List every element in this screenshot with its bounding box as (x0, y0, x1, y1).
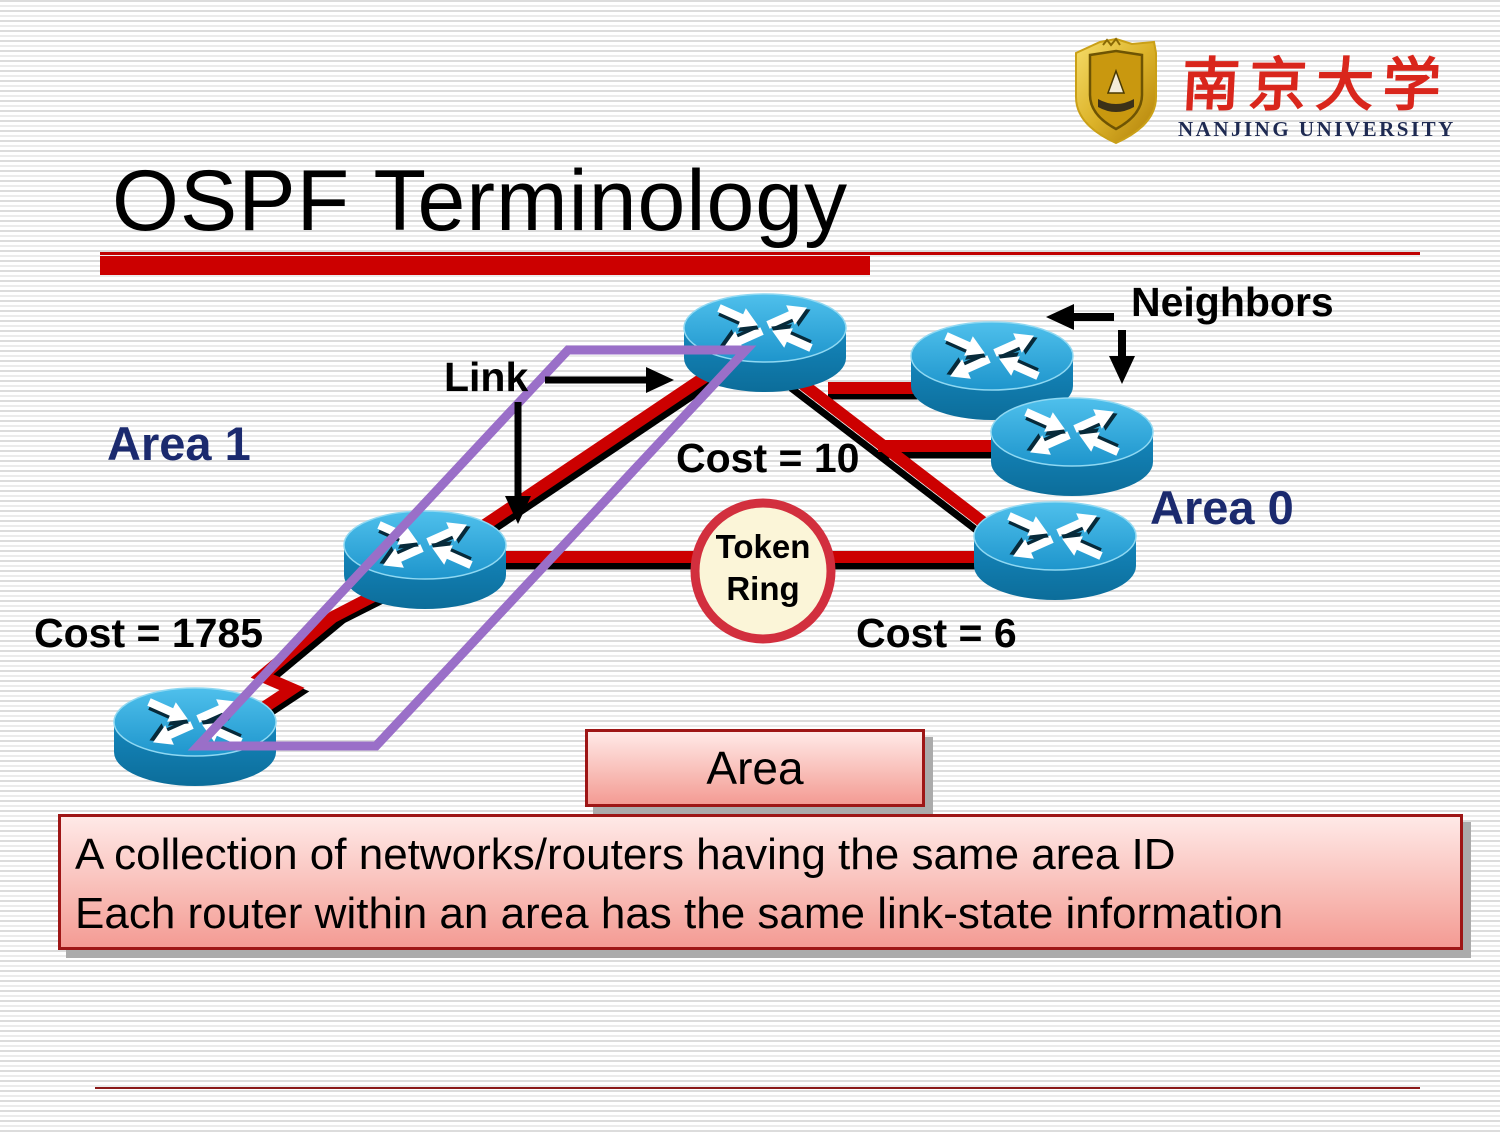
link-shadows (208, 353, 1030, 747)
link-arrow-down-head (505, 496, 531, 524)
router-area1-bottom (114, 688, 276, 786)
area-description-line2: Each router within an area has the same … (75, 889, 1284, 938)
link-abr-to-area1-router (451, 347, 746, 550)
neighbors-label: Neighbors (1131, 279, 1334, 325)
links (198, 347, 1030, 746)
shield-sail (1106, 68, 1126, 94)
cost-6-label: Cost = 6 (856, 610, 1017, 656)
shield-band (1098, 99, 1134, 112)
area-callout-label: Area (706, 742, 804, 794)
area-description-line1: A collection of networks/routers having … (75, 830, 1176, 879)
cost-10-label: Cost = 10 (676, 435, 860, 481)
area1-outline (187, 345, 757, 751)
token-ring-circle (690, 498, 836, 644)
link-cost10 (796, 377, 1014, 548)
neighbors-arrow-down-head (1109, 356, 1135, 384)
cost-1785-label: Cost = 1785 (34, 610, 264, 656)
university-shield-logo (1075, 37, 1157, 145)
page-title: OSPF Terminology (112, 153, 849, 249)
token-ring-label-line1: Token (715, 528, 811, 565)
university-name-english: NANJING UNIVERSITY (1178, 117, 1456, 141)
token-ring-label: Token Ring (695, 526, 831, 610)
router-abr-top (684, 294, 846, 392)
area0-label: Area 0 (1150, 481, 1294, 534)
university-name-chinese: 南京大学 (1179, 51, 1452, 119)
shield-crown (1102, 37, 1121, 47)
token-ring-label-line2: Ring (726, 570, 800, 607)
link-label: Link (444, 354, 529, 400)
area1-label: Area 1 (107, 417, 251, 470)
link-arrow-right-head (646, 367, 674, 393)
title-rule-thick (100, 256, 870, 275)
area-description-box: A collection of networks/routers having … (58, 814, 1463, 950)
footer-rule (95, 1087, 1420, 1089)
area-callout-box: Area (585, 729, 925, 807)
annotation-arrows (505, 304, 1135, 524)
neighbors-arrow-left-head (1046, 304, 1074, 330)
router-area0-3 (974, 502, 1136, 600)
router-area0-2 (991, 398, 1153, 496)
title-rule-thin (100, 252, 1420, 255)
